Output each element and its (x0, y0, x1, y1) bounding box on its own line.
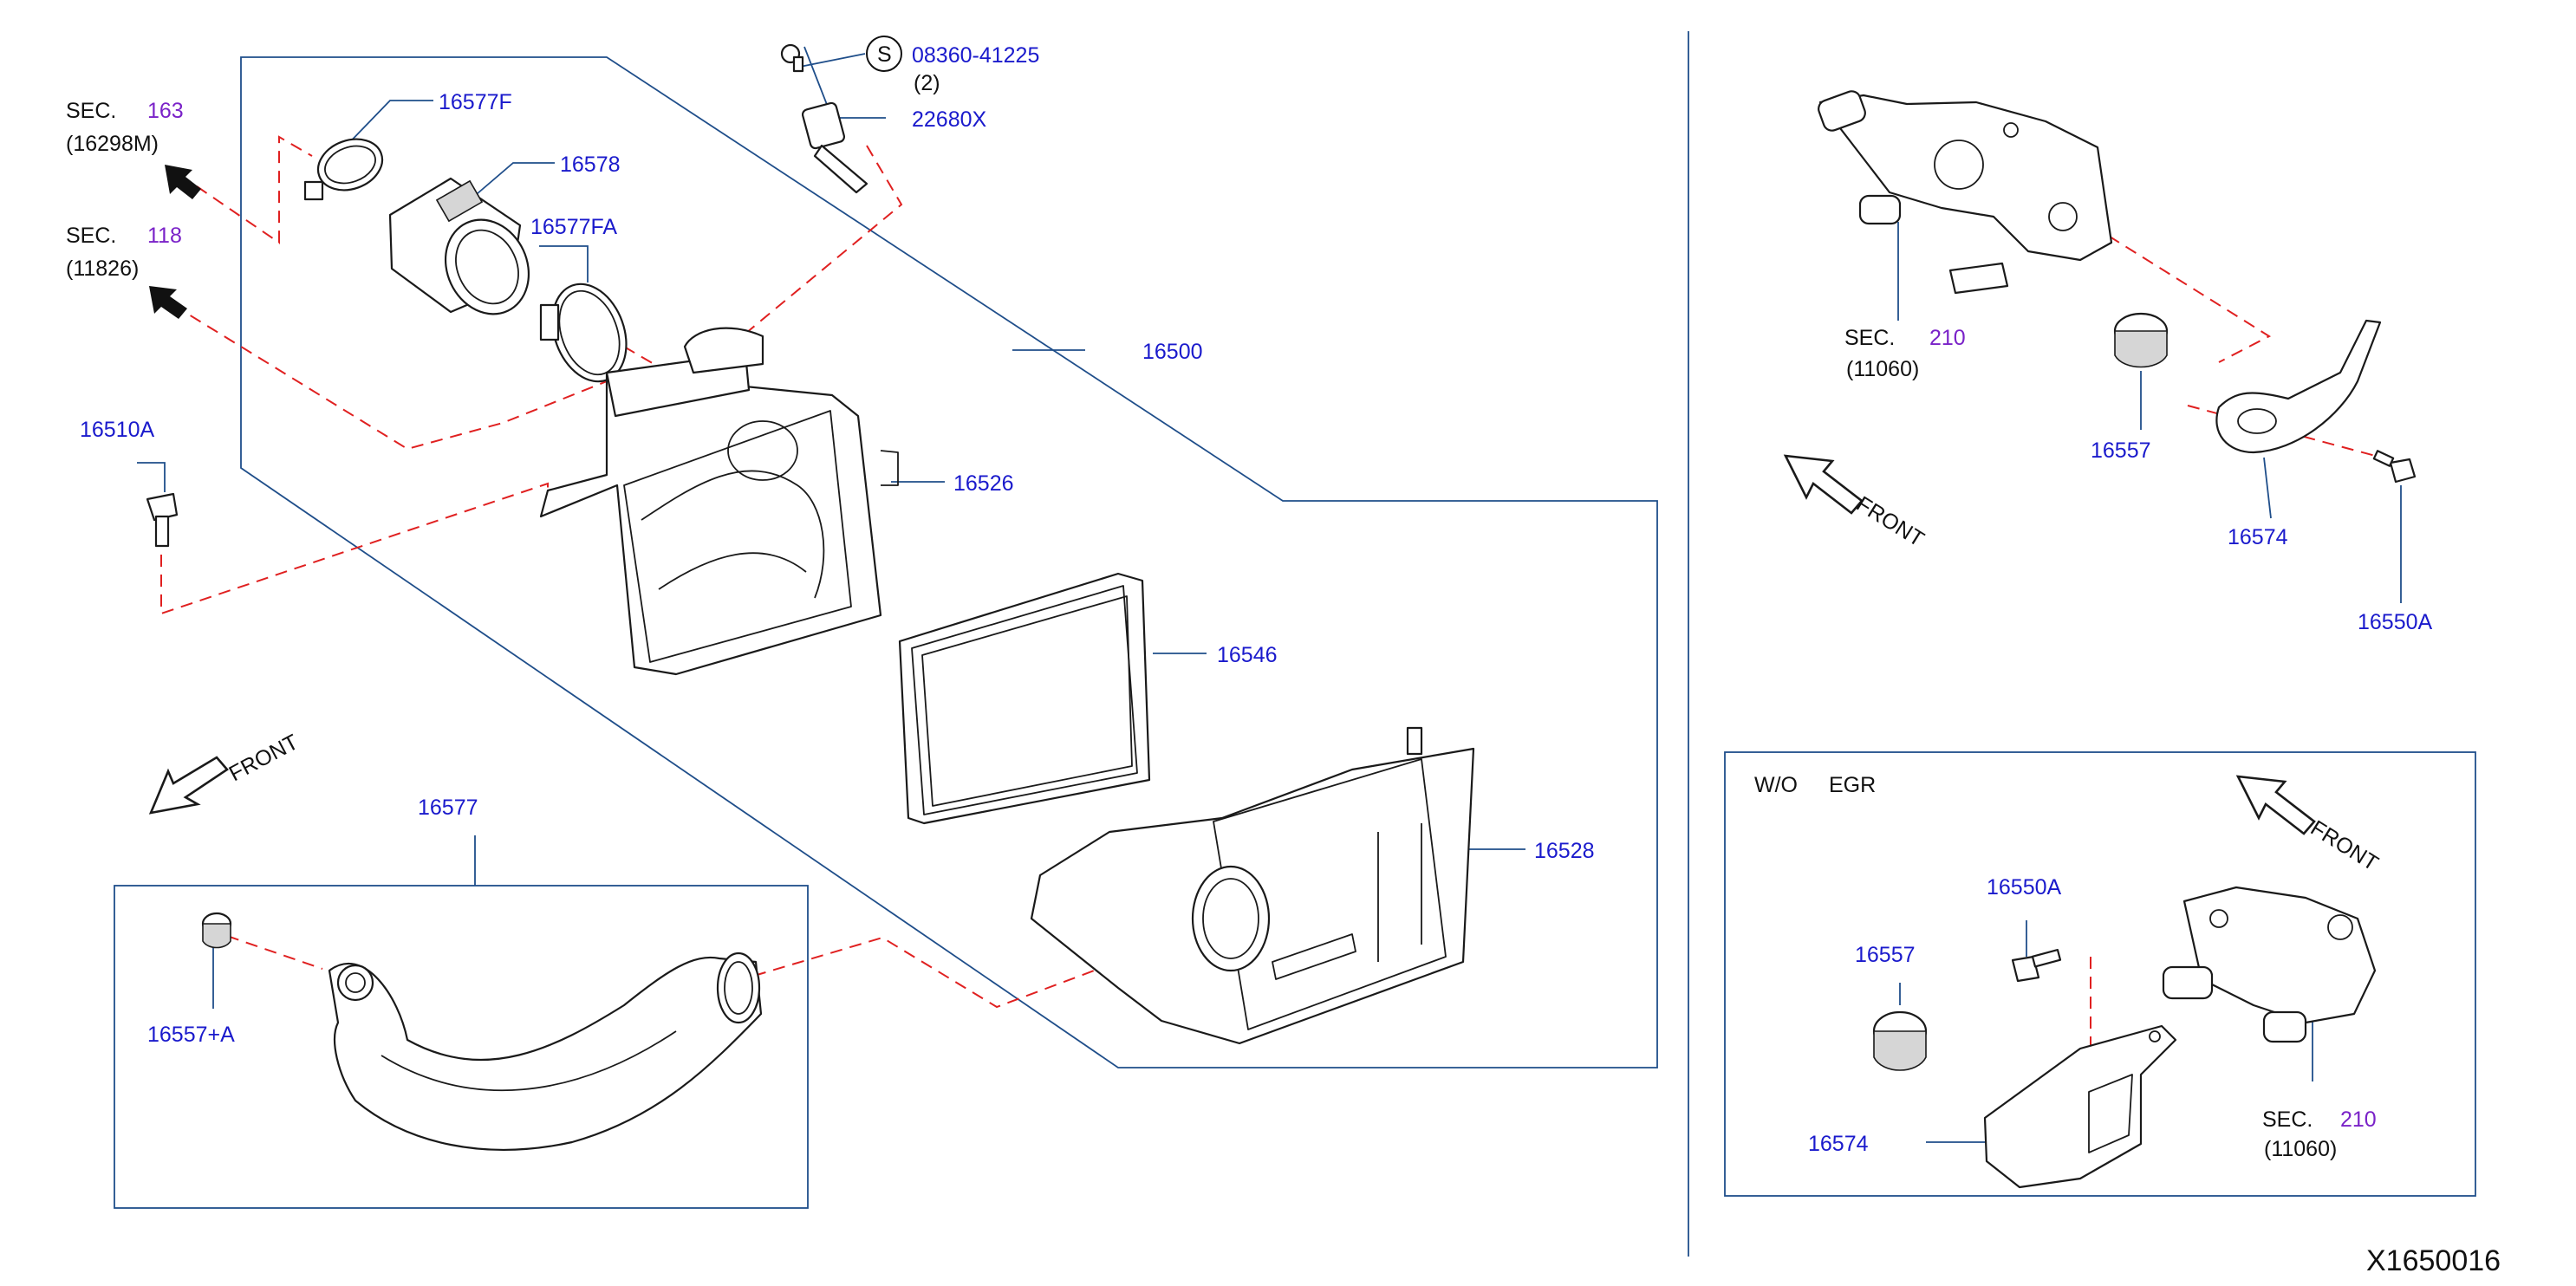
part-16526-label: 16526 (953, 471, 1014, 496)
front-arrow-icon-left (148, 756, 229, 815)
sec-163-word: SEC. (66, 99, 116, 123)
sec-210-word-wo-egr: SEC. (2262, 1107, 2313, 1132)
sec-210-word-right: SEC. (1844, 326, 1895, 350)
part-16546-label: 16546 (1217, 643, 1278, 667)
part-08360-qty: (2) (914, 71, 940, 95)
sensor-22680X (801, 101, 868, 194)
connection-lines (160, 135, 2400, 1083)
inlet-duct-16577 (328, 952, 763, 1151)
bracket-16574-right (2215, 319, 2382, 454)
wo-egr-box (1724, 751, 2476, 1197)
part-16577FA-label: 16577FA (530, 215, 617, 239)
bolt-16510A (146, 492, 179, 548)
maf-sensor-16578 (388, 177, 530, 315)
part-16550A-wo-egr-label: 16550A (1987, 875, 2062, 900)
front-label-right: FRONT (1852, 491, 1929, 551)
sec-118-ref: (11826) (66, 257, 139, 281)
air-cleaner-cover-16526 (539, 327, 899, 676)
sec-163-number: 163 (147, 99, 184, 123)
clamp-16577F (303, 138, 384, 201)
part-16500-label: 16500 (1142, 340, 1203, 364)
screw-s-letter: S (877, 42, 892, 67)
screw-s-badge (866, 36, 902, 72)
part-08360-label: 08360-41225 (912, 43, 1039, 68)
front-arrow-icon-right (1783, 454, 1864, 515)
wo-label: W/O (1754, 773, 1798, 797)
sec-210-ref-wo-egr: (11060) (2264, 1137, 2337, 1161)
sec-210-number-right: 210 (1929, 326, 1966, 350)
assembly-16500-outline (240, 56, 1658, 1068)
leader-lines (137, 46, 2402, 1143)
grommet-16557-right (2113, 312, 2169, 368)
sec-210-ref-right: (11060) (1846, 357, 1919, 381)
grommet-16557-wo-egr (1872, 1010, 1928, 1071)
part-16574-wo-egr-label: 16574 (1808, 1132, 1869, 1156)
sec-163-ref: (16298M) (66, 132, 159, 156)
air-cleaner-case-16528 (1030, 726, 1475, 1045)
bolt-16550A-wo-egr (2011, 948, 2062, 983)
front-label-left: FRONT (225, 730, 302, 786)
arrow-sec-118-icon (149, 286, 187, 319)
arrow-sec-163-icon (165, 165, 201, 199)
part-16574-right-label: 16574 (2228, 525, 2288, 549)
thermostat-housing-wo-egr (2162, 886, 2377, 1043)
part-22680X-label: 22680X (912, 107, 987, 132)
part-16550A-right-label: 16550A (2358, 610, 2433, 634)
front-label-wo-egr: FRONT (2306, 815, 2383, 875)
grommet-16557A (201, 912, 232, 949)
part-16577-label: 16577 (418, 796, 478, 820)
screw-08360 (780, 43, 804, 73)
inlet-duct-box (114, 885, 809, 1209)
bracket-16574-wo-egr (1983, 1024, 2177, 1189)
part-16578-label: 16578 (560, 153, 621, 177)
sec-118-word: SEC. (66, 224, 116, 248)
drawing-id: X1650016 (2366, 1244, 2501, 1277)
front-arrow-icon-wo-egr (2235, 775, 2316, 835)
part-16510A-label: 16510A (80, 418, 155, 442)
thermostat-housing-upper (1818, 90, 2113, 295)
part-16528-label: 16528 (1534, 839, 1595, 863)
filter-element-16546 (898, 572, 1151, 825)
egr-label: EGR (1829, 773, 1876, 797)
part-16557-wo-egr-label: 16557 (1855, 943, 1916, 967)
bolt-16550A-right (2372, 450, 2417, 484)
part-16577F-label: 16577F (439, 90, 512, 114)
sec-118-number: 118 (147, 224, 182, 248)
part-16557A-label: 16557+A (147, 1023, 235, 1047)
part-16557-right-label: 16557 (2091, 438, 2151, 463)
sec-210-number-wo-egr: 210 (2340, 1107, 2377, 1132)
